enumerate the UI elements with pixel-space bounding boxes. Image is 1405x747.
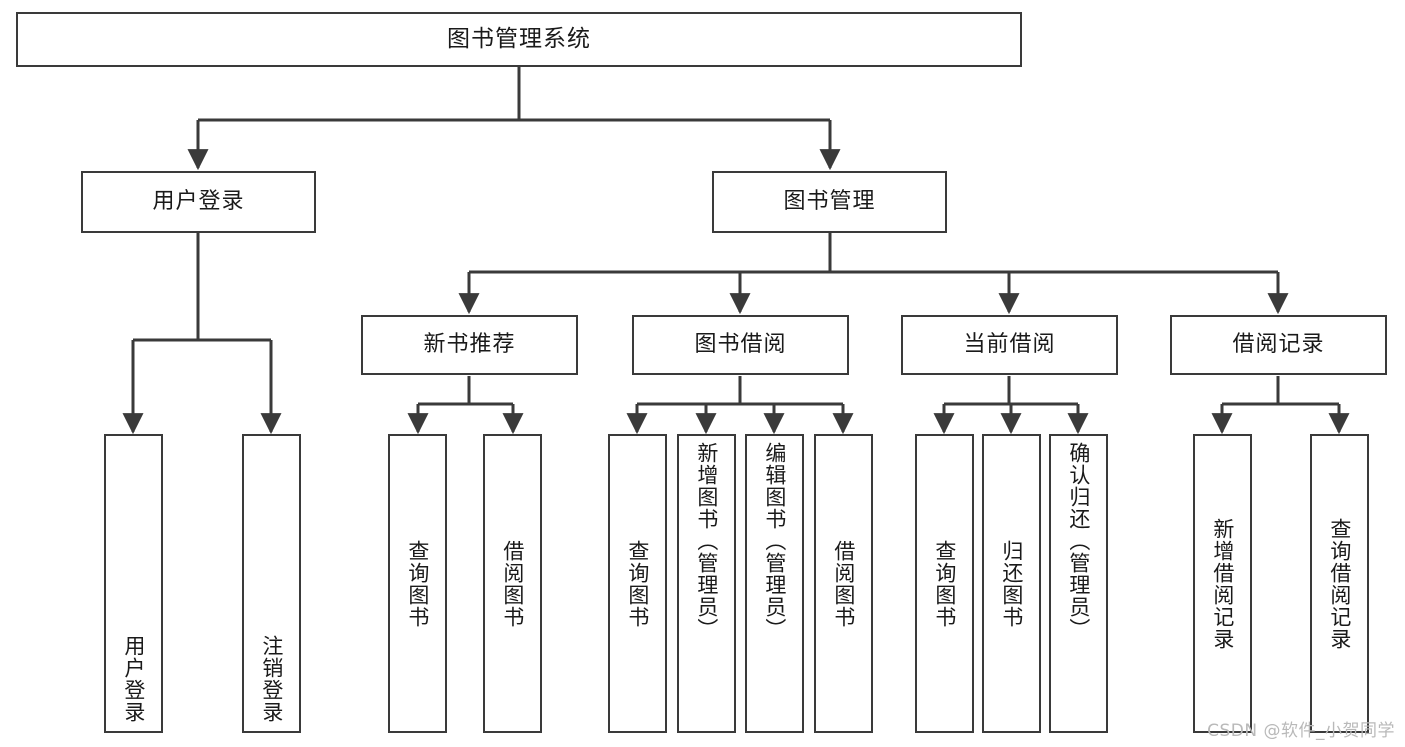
node-label: 确认归还（管理员） [1066,442,1091,640]
node-label: 查询图书 [405,539,430,628]
leaf-user-login-signin[interactable]: 用户登录 [104,434,163,733]
node-book-borrow[interactable]: 图书借阅 [632,315,849,375]
csdn-watermark: CSDN @软件_小贺同学 [1207,721,1395,741]
node-label: 用户登录 [152,188,245,214]
node-label: 当前借阅 [963,331,1056,357]
leaf-borrow-borrow-book[interactable]: 借阅图书 [814,434,873,733]
leaf-current-return-book[interactable]: 归还图书 [982,434,1041,733]
node-label: 查询图书 [625,539,650,628]
node-book-management[interactable]: 图书管理 [712,171,947,233]
node-user-login[interactable]: 用户登录 [81,171,316,233]
leaf-borrow-edit-book-admin[interactable]: 编辑图书（管理员） [745,434,804,733]
node-label: 借阅图书 [831,539,856,628]
leaf-newbook-borrow-book[interactable]: 借阅图书 [483,434,542,733]
leaf-records-add-record[interactable]: 新增借阅记录 [1193,434,1252,733]
node-label: 用户登录 [121,635,146,723]
leaf-borrow-add-book-admin[interactable]: 新增图书（管理员） [677,434,736,733]
leaf-newbook-query-book[interactable]: 查询图书 [388,434,447,733]
node-label: 新书推荐 [423,331,516,357]
node-label: 查询借阅记录 [1327,517,1352,650]
node-label: 图书管理 [783,188,876,214]
node-label: 借阅图书 [500,539,525,628]
node-label: 借阅记录 [1232,331,1325,357]
node-current-borrow[interactable]: 当前借阅 [901,315,1118,375]
node-root-book-management-system[interactable]: 图书管理系统 [16,12,1022,67]
node-label: 新增借阅记录 [1210,517,1235,650]
node-new-book-recommend[interactable]: 新书推荐 [361,315,578,375]
node-label: 归还图书 [999,539,1024,628]
leaf-current-confirm-return-admin[interactable]: 确认归还（管理员） [1049,434,1108,733]
leaf-records-query-record[interactable]: 查询借阅记录 [1310,434,1369,733]
leaf-borrow-query-book[interactable]: 查询图书 [608,434,667,733]
leaf-current-query-book[interactable]: 查询图书 [915,434,974,733]
node-borrow-records[interactable]: 借阅记录 [1170,315,1387,375]
node-label: 图书借阅 [694,331,787,357]
node-label: 注销登录 [259,635,284,723]
node-label: 查询图书 [932,539,957,628]
node-label: 新增图书（管理员） [694,442,719,640]
node-label: 图书管理系统 [447,25,591,52]
node-label: 编辑图书（管理员） [762,442,787,640]
leaf-user-login-signout[interactable]: 注销登录 [242,434,301,733]
